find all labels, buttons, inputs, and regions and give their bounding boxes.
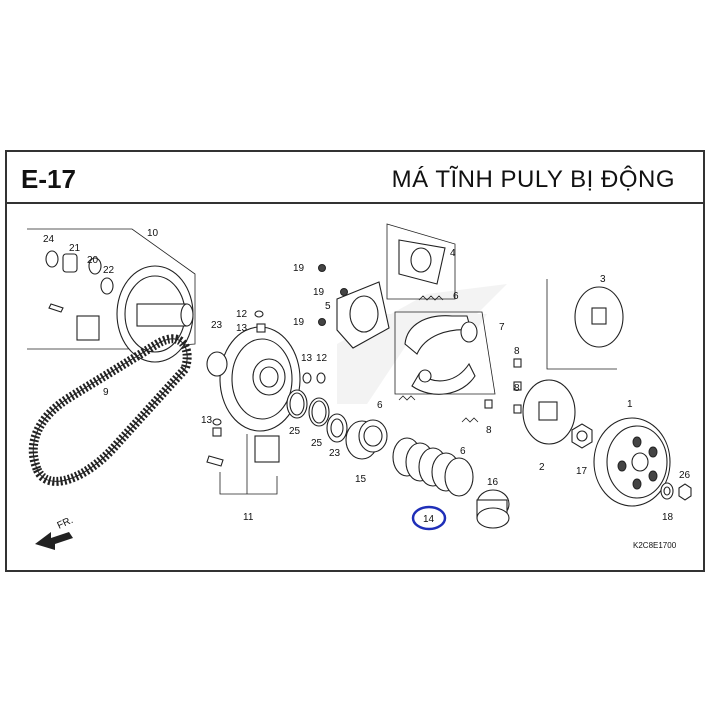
callout-22: 22 [103,265,115,276]
callout-2: 2 [539,462,545,473]
parts-12-13-pins [302,372,326,384]
part-2-drive-plate [522,379,576,445]
parts-8-pins [484,358,522,414]
parts-18-26-washer-nut [660,482,692,501]
callout-13b: 13 [301,353,313,364]
callout-6b: 6 [377,400,383,411]
callout-13a: 13 [236,323,248,334]
highlight-ring-14 [411,505,447,531]
part-17-nut [571,423,593,449]
diagram-header: E-17 MÁ TĨNH PULY BỊ ĐỘNG [7,152,703,204]
callout-13c: 13 [201,415,213,426]
callout-21: 21 [69,243,81,254]
parts-6-springs [398,295,479,423]
callout-12b: 12 [316,353,328,364]
front-label: FR. [56,515,75,532]
parts-19-nuts [318,264,348,326]
part-11-movable-face [206,310,301,495]
parts-25-23-seals [286,389,348,443]
part-1-clutch-outer [593,417,671,507]
callout-23b: 23 [329,448,341,459]
callout-19b: 19 [313,287,325,298]
callout-25a: 25 [289,426,301,437]
callout-25b: 25 [311,438,323,449]
callout-6c: 6 [460,446,466,457]
callout-4: 4 [450,248,456,259]
callout-1: 1 [627,399,633,410]
callout-8b: 8 [514,383,520,394]
callout-16: 16 [487,477,499,488]
section-code: E-17 [21,164,76,194]
part-14-driven-face-spring [392,437,474,497]
callout-15: 15 [355,474,367,485]
callout-10: 10 [147,228,159,239]
callout-18: 18 [662,512,674,523]
callout-8c: 8 [486,425,492,436]
part-9-drive-belt [28,334,192,486]
callout-7: 7 [499,322,505,333]
callout-8a: 8 [514,346,520,357]
diagram-code: K2C8E1700 [633,541,677,550]
front-direction-arrow: FR. [35,515,75,550]
part-5-4-plates [336,223,456,349]
callout-labels: 1 2 3 4 5 6 6 6 7 8 8 8 9 10 11 12 12 13… [43,228,691,525]
section-title: MÁ TĨNH PULY BỊ ĐỘNG [391,166,675,193]
callout-3: 3 [600,274,606,285]
part-3-clutch-plate [546,279,624,370]
callout-5: 5 [325,301,331,312]
callout-14: 14 [423,514,435,525]
part-16-collar [476,489,510,529]
callout-11: 11 [243,512,254,523]
callout-9: 9 [103,387,109,398]
callout-20: 20 [87,255,99,266]
callout-6a: 6 [453,291,459,302]
callout-17: 17 [576,466,588,477]
part-7-clutch-weight [394,311,496,395]
diagram-frame: E-17 MÁ TĨNH PULY BỊ ĐỘNG [5,150,705,572]
part-15-seal-collar [345,419,388,460]
callout-12a: 12 [236,309,248,320]
callout-19a: 19 [293,263,305,274]
exploded-parts-diagram: FR. 1 2 3 4 5 6 6 6 7 8 8 8 9 10 11 12 1… [27,223,692,550]
callout-19c: 19 [293,317,305,328]
callout-23a: 23 [211,320,223,331]
callout-26: 26 [679,470,691,481]
part-10-driven-face [27,228,196,363]
callout-24: 24 [43,234,55,245]
